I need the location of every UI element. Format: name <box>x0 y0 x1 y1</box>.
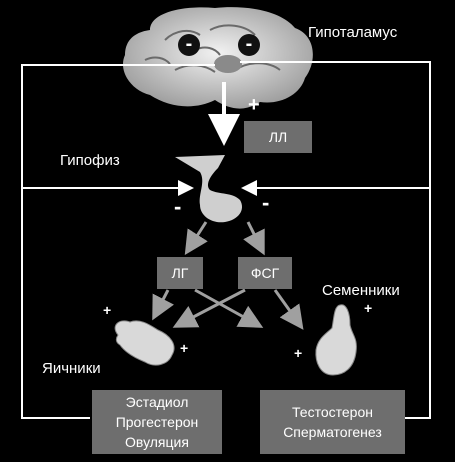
pituitary-negative-sign-right: - <box>262 190 270 215</box>
female-hormone-ovulation: Овуляция <box>125 434 189 450</box>
ovaries-label: Яичники <box>42 360 101 377</box>
pituitary-positive-sign: + <box>248 94 260 116</box>
testis-positive-sign-left: + <box>294 345 303 361</box>
brain-negative-sign-right: - <box>238 34 260 56</box>
fsg-to-ovary-arrow <box>172 288 246 328</box>
lg-box: ЛГ <box>157 257 203 289</box>
testis-illustration <box>315 304 357 376</box>
fsg-box: ФСГ <box>238 257 292 289</box>
female-hormone-progesterone: Прогестерон <box>115 414 199 430</box>
pituitary-to-fsg-arrow <box>243 221 265 256</box>
hypothalamus-label: Гипоталамус <box>308 24 398 41</box>
ovary-positive-sign-right: + <box>180 340 189 356</box>
target-arrows <box>152 288 304 330</box>
ovary-positive-sign-top: + <box>103 302 112 318</box>
female-hormones-box: Эстадиол Прогестерон Овуляция <box>92 390 222 454</box>
ll-box: ЛЛ <box>244 121 312 153</box>
lg-to-ovary-arrow <box>152 289 174 321</box>
fsg-to-testis-arrow <box>273 289 304 330</box>
female-hormone-estradiol: Эстадиол <box>125 394 189 410</box>
brain-negative-sign-left: - <box>178 34 200 56</box>
male-hormone-spermatogenesis: Сперматогенез <box>283 424 382 440</box>
left-feedback-line-outer <box>21 64 215 419</box>
ovary-illustration <box>114 320 175 366</box>
brain-illustration <box>122 7 313 109</box>
pituitary-to-lg-arrow <box>184 221 208 256</box>
testes-label: Семенники <box>322 282 400 299</box>
male-hormones-box: Тестостерон Сперматогенез <box>260 390 405 454</box>
right-feedback-line-outer <box>240 61 431 419</box>
pituitary-negative-sign-left: - <box>174 194 182 219</box>
testis-positive-sign-top: + <box>364 300 373 316</box>
hypothalamus-gland <box>214 55 242 73</box>
pituitary-gland <box>175 155 243 223</box>
pituitary-label: Гипофиз <box>60 152 120 169</box>
lg-to-testis-arrow <box>194 288 264 328</box>
feedback-lines <box>21 61 431 419</box>
male-hormone-testosterone: Тестостерон <box>292 404 373 420</box>
